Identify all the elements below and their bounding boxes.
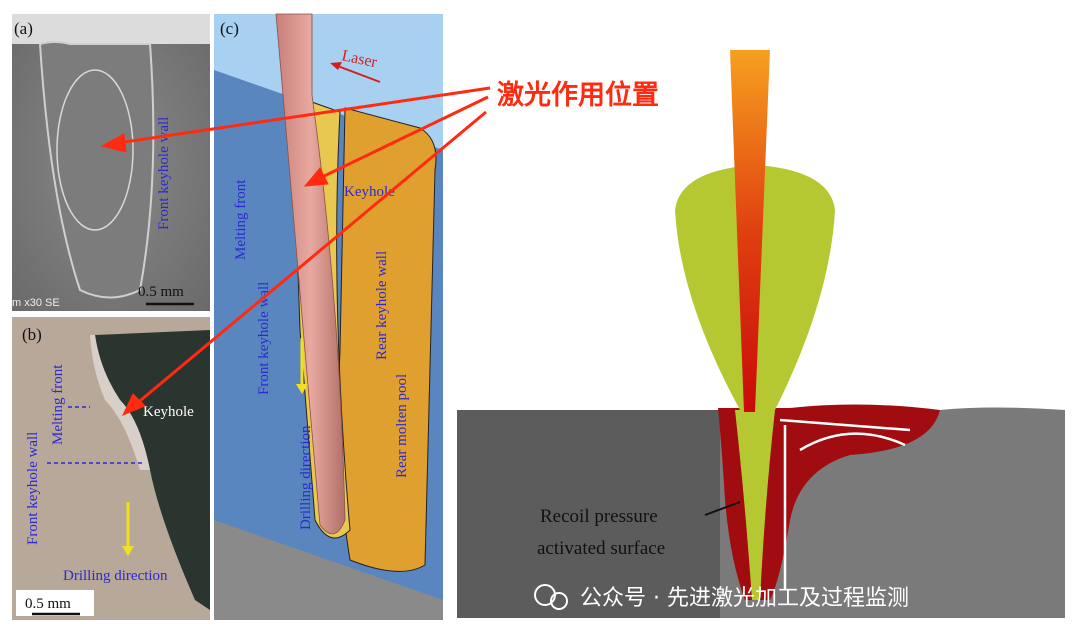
scale-bar-label-a: 0.5 mm (138, 284, 184, 300)
laser-beam (730, 50, 770, 412)
panel-b: (b) Front keyhole wall Melting front Key… (12, 317, 210, 620)
recoil-label-line2: activated surface (537, 538, 665, 559)
rear-keyhole-wall-label-c: Rear keyhole wall (374, 251, 390, 360)
scale-bar-label-b: 0.5 mm (25, 596, 71, 612)
panel-a: (a) Front keyhole wall 0.5 mm m x30 SE (12, 14, 210, 311)
watermark: 公众号 · 先进激光加工及过程监测 (534, 584, 909, 611)
panel-a-label: (a) (14, 19, 33, 38)
callout-arrows (100, 86, 491, 416)
keyhole-schematic: Recoil pressure activated surface (457, 50, 1065, 618)
melting-front-label-c: Melting front (233, 179, 249, 260)
front-keyhole-wall-label-c: Front keyhole wall (256, 282, 272, 395)
molten-pool (718, 404, 940, 600)
panel-c-label: (c) (220, 19, 239, 38)
sem-info: m x30 SE (12, 297, 60, 309)
front-keyhole-wall-label-a: Front keyhole wall (156, 117, 172, 230)
front-keyhole-wall-label-b: Front keyhole wall (25, 432, 41, 545)
rear-molten-pool-label-c: Rear molten pool (394, 374, 410, 478)
keyhole-label-c: Keyhole (344, 184, 395, 200)
drilling-direction-label-c: Drilling direction (298, 425, 314, 530)
panel-c: (c) Laser Keyhole Melting front Front ke… (214, 13, 443, 620)
recoil-label-line1: Recoil pressure (540, 506, 658, 527)
watermark-text: 公众号 · 先进激光加工及过程监测 (580, 586, 909, 611)
drilling-direction-label-b: Drilling direction (63, 568, 168, 584)
panel-b-label: (b) (22, 325, 42, 344)
callout-title: 激光作用位置 (497, 79, 659, 111)
melting-front-label-b: Melting front (50, 364, 66, 445)
keyhole-label-b: Keyhole (143, 404, 194, 420)
